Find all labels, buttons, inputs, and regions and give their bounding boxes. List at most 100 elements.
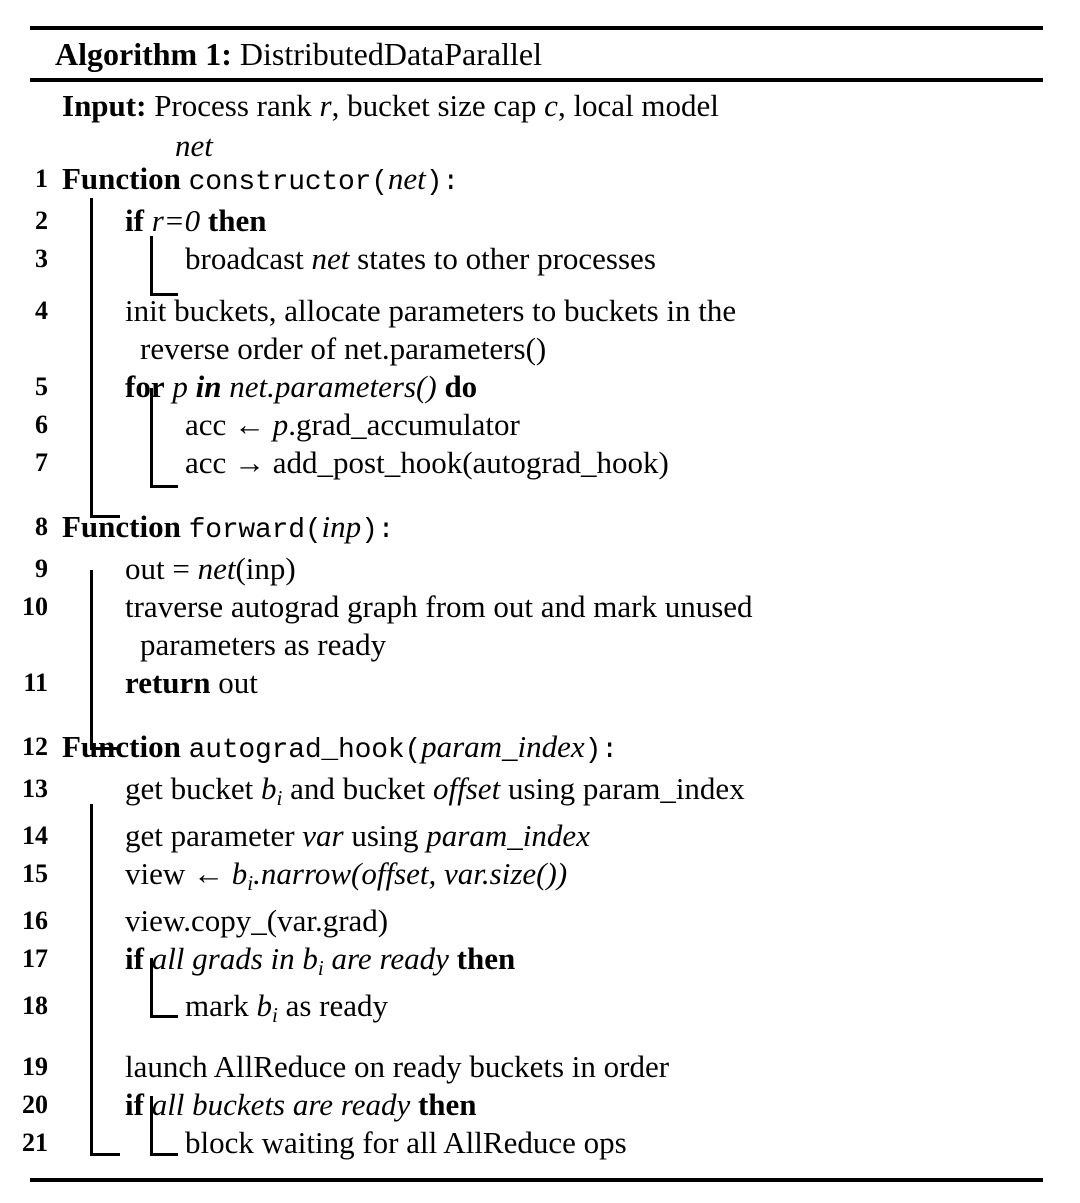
- var-offset: offset: [361, 855, 429, 891]
- line-content: init buckets, allocate parameters to buc…: [125, 292, 1080, 368]
- text-get-parameter: get parameter: [125, 817, 303, 853]
- algorithm-caption: Algorithm 1: DistributedDataParallel: [55, 32, 542, 76]
- line-content: mark bi as ready: [185, 987, 1080, 1034]
- var-bucket-b: b: [302, 940, 318, 976]
- algorithm-line: 19 launch AllReduce on ready buckets in …: [0, 1048, 1080, 1086]
- text-block-waiting: block waiting for all AllReduce ops: [185, 1124, 627, 1160]
- subscript-i: i: [271, 1002, 278, 1027]
- block-foot-forward: [90, 747, 120, 750]
- line-number: 11: [23, 668, 48, 697]
- var-var: var: [302, 817, 344, 853]
- block-rule-if-rank: [150, 236, 153, 296]
- assign-arrow-icon: ←: [193, 855, 225, 891]
- line-content: view ← bi.narrow(offset, var.size()): [125, 855, 1080, 902]
- algorithm-line: 7 acc → add_post_hook(autograd_hook): [0, 444, 1080, 482]
- input-line-1: Input: Process rank r, bucket size cap c…: [62, 86, 1022, 126]
- keyword-function: Function: [62, 161, 181, 196]
- function-name-autograd-hook: autograd_hook: [188, 735, 405, 766]
- arg-net: net: [387, 161, 426, 196]
- var-bucket-b: b: [231, 855, 248, 891]
- line-number: 6: [35, 410, 48, 439]
- text-add-post-hook: add_post_hook(autograd_hook): [265, 445, 669, 480]
- line-number: 5: [35, 372, 48, 401]
- line-number: 18: [22, 990, 48, 1020]
- keyword-do: do: [444, 369, 478, 404]
- line-number: 3: [35, 244, 48, 273]
- keyword-for: for: [125, 369, 165, 404]
- algorithm-line: 4 init buckets, allocate parameters to b…: [0, 292, 1080, 368]
- subscript-i: i: [276, 785, 283, 810]
- text-view-copy: view.copy_(var.grad): [125, 902, 389, 938]
- line-number: 15: [22, 858, 48, 888]
- block-foot-constructor: [90, 515, 120, 518]
- algorithm-line: 2 if r=0 then: [0, 202, 1080, 240]
- algorithm-line: 21 block waiting for all AllReduce ops: [0, 1124, 1080, 1162]
- line-content: get parameter var using param_index: [125, 817, 1080, 855]
- function-name-constructor: constructor: [188, 167, 372, 198]
- line-number: 19: [22, 1051, 48, 1081]
- line-number: 2: [35, 206, 48, 235]
- line-content: block waiting for all AllReduce ops: [185, 1124, 1080, 1162]
- arg-param-index: param_index: [421, 729, 585, 764]
- input-text-a: Process rank: [154, 88, 320, 123]
- text-out-assign: out =: [125, 551, 198, 586]
- caption-label: Algorithm 1:: [55, 36, 232, 72]
- paren-open: (: [304, 515, 322, 546]
- block-foot-if-rank: [150, 293, 178, 296]
- line-content: Function constructor(net):: [62, 160, 1080, 202]
- block-rule-for-params: [150, 388, 153, 488]
- keyword-function: Function: [62, 729, 181, 764]
- line-number: 4: [35, 296, 48, 325]
- algorithm-line: 5 for p in net.parameters() do: [0, 368, 1080, 406]
- text-get-bucket: get bucket: [125, 771, 262, 806]
- line-content: traverse autograd graph from out and mar…: [125, 588, 1080, 664]
- line-number: 9: [35, 554, 48, 583]
- paren-close: ):: [584, 735, 618, 766]
- algorithm-line: 9 out = net(inp): [0, 550, 1080, 588]
- method-narrow: .narrow(: [253, 855, 362, 891]
- method-var-size: var.size: [444, 855, 537, 891]
- arg-inp: inp: [321, 509, 362, 544]
- condition-are-ready: are ready: [323, 940, 449, 976]
- input-var-net: net: [175, 128, 213, 163]
- paren-close: ):: [361, 515, 395, 546]
- algorithm-line: 6 acc ← p.grad_accumulator: [0, 406, 1080, 444]
- text-broadcast: broadcast: [185, 241, 312, 276]
- line-number: 13: [22, 774, 48, 803]
- algorithm-body: 1 Function constructor(net): 2 if r=0 th…: [0, 160, 1080, 1162]
- text-traverse-graph: traverse autograd graph from out and mar…: [125, 589, 753, 624]
- block-rule-if-grads-ready: [150, 958, 153, 1018]
- algorithm-line: 14 get parameter var using param_index: [0, 817, 1080, 855]
- text-inp-call: (inp): [235, 551, 296, 586]
- line-content: if r=0 then: [125, 202, 1080, 240]
- line-number: 1: [35, 164, 48, 193]
- line-number: 17: [22, 943, 48, 973]
- var-net: net: [197, 551, 236, 586]
- assign-arrow-icon: ←: [234, 407, 266, 442]
- return-value: out: [210, 665, 258, 700]
- line-content: if all buckets are ready then: [125, 1086, 1080, 1124]
- algorithm-line: 11 return out: [0, 664, 1080, 702]
- input-var-r: r: [319, 88, 332, 123]
- text-states: states to other processes: [349, 241, 656, 276]
- block-foot-autograd-hook: [90, 1153, 120, 1156]
- text-acc: acc: [185, 407, 235, 442]
- block-foot-if-buckets-ready: [150, 1153, 178, 1156]
- var-bucket-b: b: [261, 771, 277, 806]
- keyword-then: then: [456, 940, 516, 976]
- keyword-function: Function: [62, 509, 181, 544]
- text-using-param-index: using param_index: [500, 771, 745, 806]
- algorithm-line: 3 broadcast net states to other processe…: [0, 240, 1080, 278]
- text-init-buckets-cont: reverse order of net.parameters(): [140, 331, 547, 366]
- title-rule: [30, 78, 1043, 82]
- input-line-2: net: [175, 126, 1022, 166]
- line-content: Function autograd_hook(param_index):: [62, 728, 1080, 770]
- line-content: if all grads in bi are ready then: [125, 940, 1080, 987]
- text-using: using: [343, 817, 427, 853]
- line-content: return out: [125, 664, 1080, 702]
- var-param-index: param_index: [426, 817, 590, 853]
- line-content: broadcast net states to other processes: [185, 240, 1080, 278]
- input-label: Input:: [62, 88, 147, 123]
- input-block: Input: Process rank r, bucket size cap c…: [62, 86, 1022, 166]
